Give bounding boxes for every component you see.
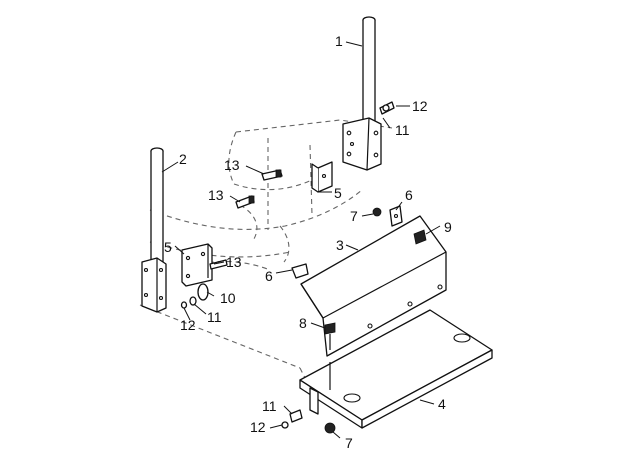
callout-4: 4 xyxy=(438,396,446,412)
callout-13-middle: 13 xyxy=(208,187,224,203)
callout-9: 9 xyxy=(444,219,452,235)
callout-8: 8 xyxy=(299,315,307,331)
bolt-9 xyxy=(413,229,427,245)
callout-7-upper: 7 xyxy=(350,208,358,224)
clip-6-upper xyxy=(389,205,403,227)
bracket-5-upper xyxy=(311,161,333,193)
bolts-13 xyxy=(209,169,283,270)
callout-12-bottom: 12 xyxy=(250,419,266,435)
post-2 xyxy=(141,147,167,313)
bolt-12-nut-11-upper xyxy=(379,101,395,115)
callout-2: 2 xyxy=(179,151,187,167)
callout-11-bottom: 11 xyxy=(262,398,277,414)
callout-13-lower: 13 xyxy=(226,254,242,270)
callout-12-upper: 12 xyxy=(412,98,428,114)
callout-6-upper: 6 xyxy=(405,187,413,203)
bracket-5-lower xyxy=(181,243,213,287)
callout-7-bottom: 7 xyxy=(345,435,353,451)
callout-13-upper: 13 xyxy=(224,157,240,173)
base-plate-4 xyxy=(299,309,493,429)
clip-6-left xyxy=(291,263,309,279)
callout-1: 1 xyxy=(335,33,343,49)
callout-6-left: 6 xyxy=(265,268,273,284)
bottom-fasteners xyxy=(281,409,336,434)
callout-11-lower: 11 xyxy=(207,309,222,325)
callout-5-upper: 5 xyxy=(334,185,342,201)
bolt-8 xyxy=(324,322,336,350)
callout-3: 3 xyxy=(336,237,344,253)
post-1 xyxy=(342,16,382,171)
callout-10: 10 xyxy=(220,290,236,306)
callout-12-lower: 12 xyxy=(180,317,196,333)
shield-3 xyxy=(300,215,447,357)
leader-lines xyxy=(161,41,441,439)
nut-7-upper xyxy=(372,207,382,217)
callout-5-lower: 5 xyxy=(164,239,172,255)
callout-11-upper: 11 xyxy=(395,122,410,138)
